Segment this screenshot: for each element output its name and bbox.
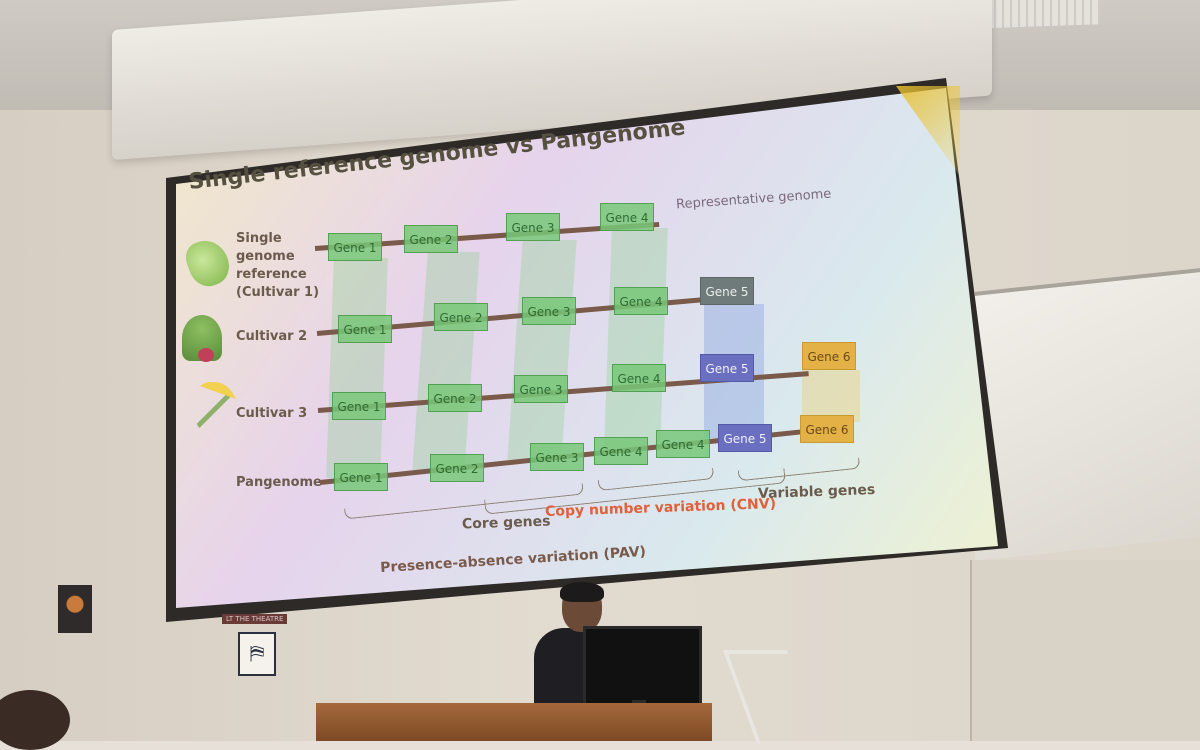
wall-poster (58, 585, 92, 633)
gene-box-row3-gene1: Gene 1 (332, 392, 386, 420)
gene3-column-strip (507, 240, 577, 460)
row-label-cultivar-3: Cultivar 3 (236, 406, 308, 421)
pav-label: Presence-absence variation (PAV) (379, 543, 647, 577)
gene2-column-strip (412, 252, 480, 472)
rapeseed-icon (194, 382, 238, 436)
gene-box-row3-gene6: Gene 6 (802, 342, 856, 370)
radish-root-icon (198, 348, 214, 362)
gene-box-row2-gene3: Gene 3 (522, 297, 576, 325)
row-label-line: genome (236, 249, 295, 264)
gene-box-row2-gene1: Gene 1 (338, 315, 392, 343)
gene-box-row3-gene2: Gene 2 (428, 384, 482, 412)
slide-title: Single reference genome vs Pangenome (187, 115, 687, 195)
gene4-column-strip (604, 228, 668, 448)
computer-monitor (583, 626, 702, 708)
gene-box-row4-gene4a: Gene 4 (594, 437, 648, 465)
slide-background (176, 88, 998, 608)
gene-box-row2-gene2: Gene 2 (434, 303, 488, 331)
hearing-loop-icon: ⛿ (238, 632, 276, 676)
gene-box-row2-gene4: Gene 4 (614, 287, 668, 315)
audience-head (0, 690, 70, 750)
gene6-column-strip (802, 370, 860, 422)
row-label-single-reference: Single genome reference (Cultivar 1) (236, 230, 319, 302)
gene-box-row4-gene1: Gene 1 (334, 463, 388, 491)
gene-box-row4-gene5: Gene 5 (718, 424, 772, 452)
core-genes-label: Core genes (461, 513, 551, 533)
wall-panel (970, 560, 1200, 741)
row-label-cultivar-2: Cultivar 2 (236, 329, 308, 344)
gene-box-row4-gene2: Gene 2 (430, 454, 484, 482)
gene1-column-strip (326, 258, 388, 478)
row-label-line: (Cultivar 1) (236, 285, 320, 300)
gene-box-row4-gene4b: Gene 4 (656, 430, 710, 458)
gene-box-row2-gene5: Gene 5 (700, 277, 754, 305)
gene-box-row1-gene2: Gene 2 (404, 225, 458, 253)
gene-box-row1-gene4: Gene 4 (600, 203, 654, 231)
gene-box-row1-gene3: Gene 3 (506, 213, 560, 241)
gene-box-row4-gene6: Gene 6 (800, 415, 854, 443)
row-label-line: Single (236, 231, 282, 246)
gene-box-row1-gene1: Gene 1 (328, 233, 382, 261)
variable-genes-label: Variable genes (757, 481, 876, 503)
representative-genome-label: Representative genome (675, 186, 832, 213)
lectern (316, 703, 712, 741)
row-label-line: reference (236, 267, 307, 282)
presenter-hair (560, 582, 604, 602)
theatre-sign: LT THE THEATRE (222, 614, 288, 624)
gene-box-row3-gene5: Gene 5 (700, 354, 754, 382)
gene-box-row3-gene3: Gene 3 (514, 375, 568, 403)
gene-box-row3-gene4: Gene 4 (612, 364, 666, 392)
gene-box-row4-gene3: Gene 3 (530, 443, 584, 471)
row-label-pangenome: Pangenome (236, 475, 322, 490)
lettuce-icon (181, 234, 235, 292)
